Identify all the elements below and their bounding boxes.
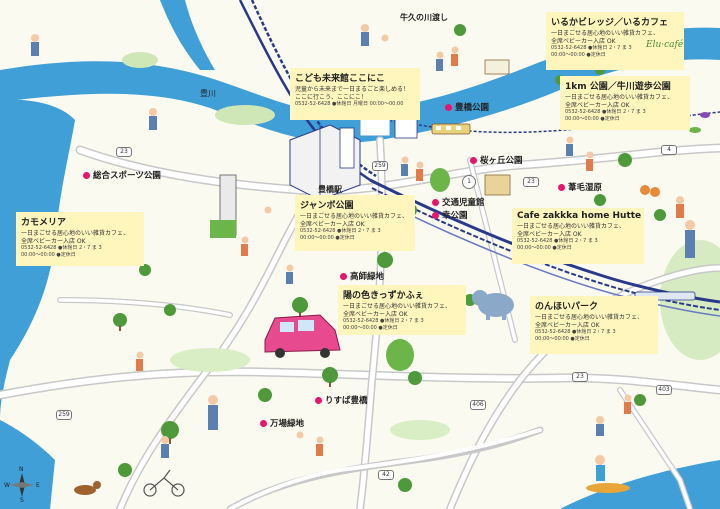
cafe-info: 0532-52-6428 ●休館日 2・7 ま 3 (517, 238, 598, 244)
cafe-info: 00:00〜00:00 ●定休日 (551, 51, 606, 58)
river-label: 豊川 (200, 89, 216, 98)
cafe-info: 00:00〜00:00 ●定休日 (300, 234, 355, 241)
road-shield: 23 (523, 177, 539, 187)
cafe-info: 0532-52-6428 ●休館日 2・7 ま 3 (551, 45, 632, 51)
cafe-title: いるかビレッジ／いるカフェ (551, 18, 669, 28)
pin-icon (558, 183, 565, 191)
cafe-title: のんほいパーク (535, 302, 599, 312)
surfer (586, 455, 630, 493)
pin-icon (432, 211, 439, 219)
cafe-title: 1km 公園／牛川遊歩公園 (565, 82, 671, 92)
cafe-info: 0532-52-6428 ●休館日 2・7 ま 3 (535, 329, 616, 335)
cafe-card: ジャンボ公園 一日まごせる居心地のいい雑貨カフェ、 全席ベビーカー入店 OK 0… (295, 195, 415, 251)
cafe-title: Cafe zakkka home Hutte (517, 211, 642, 221)
cafe-desc: 一日まごせる居心地のいい雑貨カフェ、 (517, 223, 626, 230)
banner-contact: 0532-52-6428 ●休館日 月曜日 00:00〜00:00 (295, 101, 404, 107)
compass-s: S (20, 497, 24, 504)
dog-icon (74, 481, 101, 495)
cafe-card: いるかビレッジ／いるカフェ 一日まごせる居心地のいい雑貨カフェ、 全席ベビーカー… (546, 12, 684, 70)
cafe-desc: 一日まごせる居心地のいい雑貨カフェ、 (535, 314, 644, 321)
place-label: 高師緑地 (340, 270, 384, 282)
cafe-info: 0532-52-6428 ●休館日 2・7 ま 3 (300, 228, 381, 234)
building-icon (210, 59, 511, 238)
cafe-info: 00:00〜00:00 ●定休日 (21, 251, 76, 258)
cafe-desc: 全席ベビーカー入店 OK (517, 230, 582, 238)
pin-icon (470, 156, 477, 164)
cafe-desc: 一日まごせる居心地のいい雑貨カフェ、 (565, 94, 674, 101)
cafe-info: 00:00〜00:00 ●定休日 (517, 244, 572, 251)
pin-icon (445, 103, 452, 111)
compass-n: N (19, 466, 24, 473)
compass-icon (10, 473, 34, 497)
road-shield: 259 (56, 410, 72, 420)
place-label: りすぱ豊橋 (315, 394, 368, 406)
cafe-title: ジャンボ公園 (300, 201, 354, 211)
cafe-desc: 全席ベビーカー入店 OK (565, 101, 630, 109)
road-shield: 406 (470, 400, 486, 410)
title-banner: こども未来館ここにこ 児童から未来まで一日まるごと楽しめる！ ここに行こう、ここ… (290, 68, 420, 120)
road-shield: 23 (116, 147, 132, 157)
cafe-desc: 一日まごせる居心地のいい雑貨カフェ、 (551, 30, 660, 37)
cafe-desc: 一日まごせる居心地のいい雑貨カフェ、 (343, 303, 452, 310)
bay-bottom-left (0, 420, 55, 509)
place-label: 桜ヶ丘公園 (470, 154, 523, 166)
road-shield: 403 (656, 385, 672, 395)
compass-w: W (4, 482, 10, 489)
cafe-info: 0532-52-6428 ●休館日 2・7 ま 3 (565, 109, 646, 115)
car-icon (264, 314, 341, 358)
cafe-title: カモメリア (21, 218, 67, 228)
cafe-desc: 全席ベビーカー入店 OK (343, 310, 408, 318)
cafe-info: 00:00〜00:00 ●定休日 (565, 115, 620, 122)
pin-icon (260, 419, 267, 427)
cafe-card: Cafe zakkka home Hutte 一日まごせる居心地のいい雑貨カフェ… (512, 208, 644, 264)
pin-icon (315, 396, 322, 404)
road-shield: 1 (462, 175, 476, 189)
cafe-card: のんほいパーク 一日まごせる居心地のいい雑貨カフェ、 全席ベビーカー入店 OK … (530, 296, 658, 354)
pin-icon (83, 171, 90, 179)
cafe-title: 陽の色きっずかふぇ (343, 291, 424, 301)
pin-icon (432, 198, 439, 206)
place-label: 牛久の川渡し (400, 13, 448, 22)
road-shield: 23 (572, 372, 588, 382)
place-label: 幸公園 (432, 209, 468, 221)
elephant-icon (472, 290, 514, 320)
road-shield: 42 (378, 470, 394, 480)
compass-e: E (36, 482, 40, 489)
banner-line: ここに行こう、ここにこ！ (295, 93, 367, 101)
green-areas (122, 52, 450, 440)
station-label: 豊橋駅 (318, 185, 342, 194)
tree-icon (113, 24, 666, 492)
cafe-card: 陽の色きっずかふぇ 一日まごせる居心地のいい雑貨カフェ、 全席ベビーカー入店 O… (338, 285, 466, 335)
place-label: 総合スポーツ公園 (83, 169, 161, 181)
cafe-card: カモメリア 一日まごせる居心地のいい雑貨カフェ、 全席ベビーカー入店 OK 05… (16, 212, 144, 266)
pin-icon (340, 272, 347, 280)
place-label: 万場緑地 (260, 417, 304, 429)
cafe-info: 00:00〜00:00 ●定休日 (343, 324, 398, 331)
cafe-desc: 全席ベビーカー入店 OK (300, 220, 365, 228)
cafe-info: 0532-52-6428 ●休館日 2・7 ま 3 (21, 245, 102, 251)
sea-bottom-right (560, 460, 720, 509)
bicycle-icon (143, 469, 185, 497)
banner-line: 児童から未来まで一日まるごと楽しめる！ (295, 86, 410, 93)
place-label: 葦毛湿原 (558, 181, 602, 193)
road-shield: 4 (661, 145, 677, 155)
cafe-desc: 一日まごせる居心地のいい雑貨カフェ、 (21, 230, 130, 237)
cafe-desc: 一日まごせる居心地のいい雑貨カフェ、 (300, 213, 409, 220)
river-upstream (160, 0, 215, 70)
cafe-info: 0532-52-6428 ●休館日 2・7 ま 3 (343, 318, 424, 324)
cafe-desc: 全席ベビーカー入店 OK (551, 37, 616, 45)
person-icon (31, 24, 695, 458)
cafe-logo: Elu·café (646, 40, 684, 50)
place-label: 豊橋公園 (445, 101, 489, 113)
cafe-info: 00:00〜00:00 ●定休日 (535, 335, 590, 342)
banner-title: こども未来館ここにこ (295, 74, 385, 84)
cafe-desc: 全席ベビーカー入店 OK (535, 321, 600, 329)
cafe-card: 1km 公園／牛川遊歩公園 一日まごせる居心地のいい雑貨カフェ、 全席ベビーカー… (560, 76, 690, 130)
place-label: 交通児童館 (432, 196, 485, 208)
cafe-desc: 全席ベビーカー入店 OK (21, 237, 86, 245)
road-shield: 259 (372, 161, 388, 171)
